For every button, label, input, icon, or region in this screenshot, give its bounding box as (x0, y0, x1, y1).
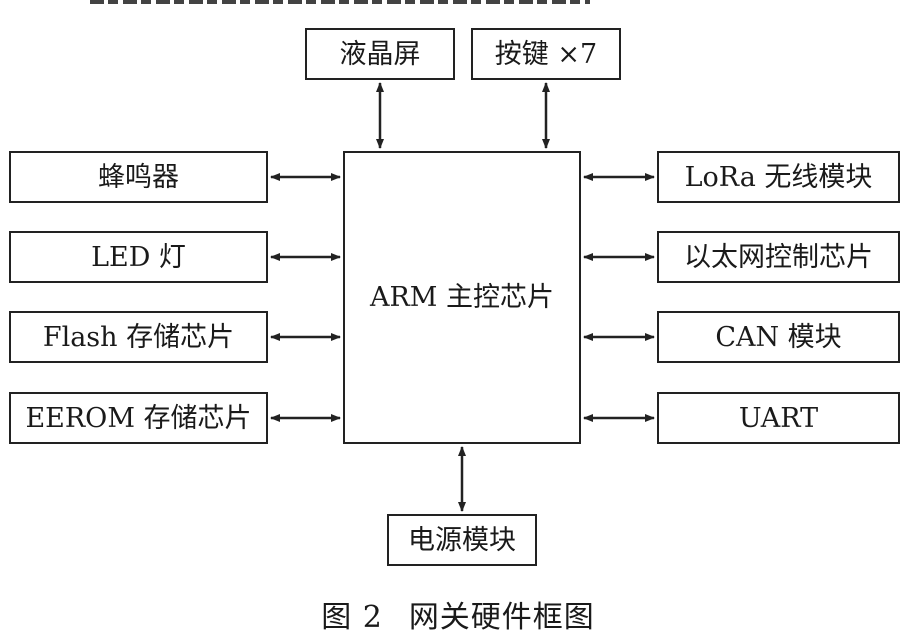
power-module-box: 电源模块 (387, 514, 537, 566)
lora-box: LoRa 无线模块 (657, 151, 900, 203)
arm-main-chip-box: ARM 主控芯片 (343, 151, 581, 444)
keys-label: 按键 ×7 (494, 38, 598, 70)
keys-box: 按键 ×7 (471, 28, 621, 80)
buzzer-box: 蜂鸣器 (9, 151, 268, 203)
figure-caption: 图 2 网关硬件框图 (0, 592, 916, 636)
ethernet-box: 以太网控制芯片 (657, 231, 900, 283)
uart-label: UART (738, 402, 819, 434)
figure-title: 网关硬件框图 (408, 600, 595, 635)
flash-label: Flash 存储芯片 (42, 321, 235, 353)
led-box: LED 灯 (9, 231, 268, 283)
eerom-label: EEROM 存储芯片 (25, 402, 252, 434)
lora-label: LoRa 无线模块 (684, 161, 873, 193)
led-label: LED 灯 (91, 241, 186, 273)
buzzer-label: 蜂鸣器 (98, 161, 179, 193)
uart-box: UART (657, 392, 900, 444)
lcd-label: 液晶屏 (339, 38, 421, 70)
can-label: CAN 模块 (715, 321, 842, 353)
cropped-text-fragment (90, 0, 590, 6)
lcd-box: 液晶屏 (305, 28, 455, 80)
flash-box: Flash 存储芯片 (9, 311, 268, 363)
eerom-box: EEROM 存储芯片 (9, 392, 268, 444)
power-module-label: 电源模块 (408, 524, 516, 556)
figure-number: 图 2 (321, 600, 383, 635)
arm-main-chip-label: ARM 主控芯片 (369, 282, 555, 313)
can-box: CAN 模块 (657, 311, 900, 363)
ethernet-label: 以太网控制芯片 (684, 241, 873, 273)
